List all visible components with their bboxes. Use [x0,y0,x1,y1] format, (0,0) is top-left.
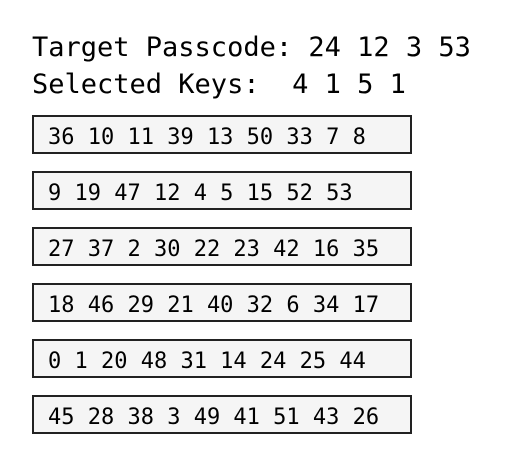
key-row-1[interactable]: 36 10 11 39 13 50 33 7 8 [32,115,412,154]
key-row-numbers: 36 10 11 39 13 50 33 7 8 [48,125,366,150]
key-row-numbers: 0 1 20 48 31 14 24 25 44 [48,349,366,374]
selected-keys-label: Selected Keys: [32,69,260,100]
key-row-numbers: 9 19 47 12 4 5 15 52 53 [48,181,353,206]
key-row-5[interactable]: 0 1 20 48 31 14 24 25 44 [32,339,412,378]
target-passcode-line: Target Passcode: 24 12 3 53 [32,32,471,64]
key-row-6[interactable]: 45 28 38 3 49 41 51 43 26 [32,395,412,434]
key-row-4[interactable]: 18 46 29 21 40 32 6 34 17 [32,283,412,322]
key-row-2[interactable]: 9 19 47 12 4 5 15 52 53 [32,171,412,210]
selected-keys-line: Selected Keys: 4 1 5 1 [32,69,406,101]
target-passcode-label: Target Passcode: [32,32,293,63]
target-passcode-value: 24 12 3 53 [308,32,471,63]
selected-keys-value: 4 1 5 1 [292,69,406,100]
key-row-numbers: 27 37 2 30 22 23 42 16 35 [48,237,380,262]
key-row-numbers: 18 46 29 21 40 32 6 34 17 [48,293,380,318]
key-row-numbers: 45 28 38 3 49 41 51 43 26 [48,405,380,430]
key-row-3[interactable]: 27 37 2 30 22 23 42 16 35 [32,227,412,266]
